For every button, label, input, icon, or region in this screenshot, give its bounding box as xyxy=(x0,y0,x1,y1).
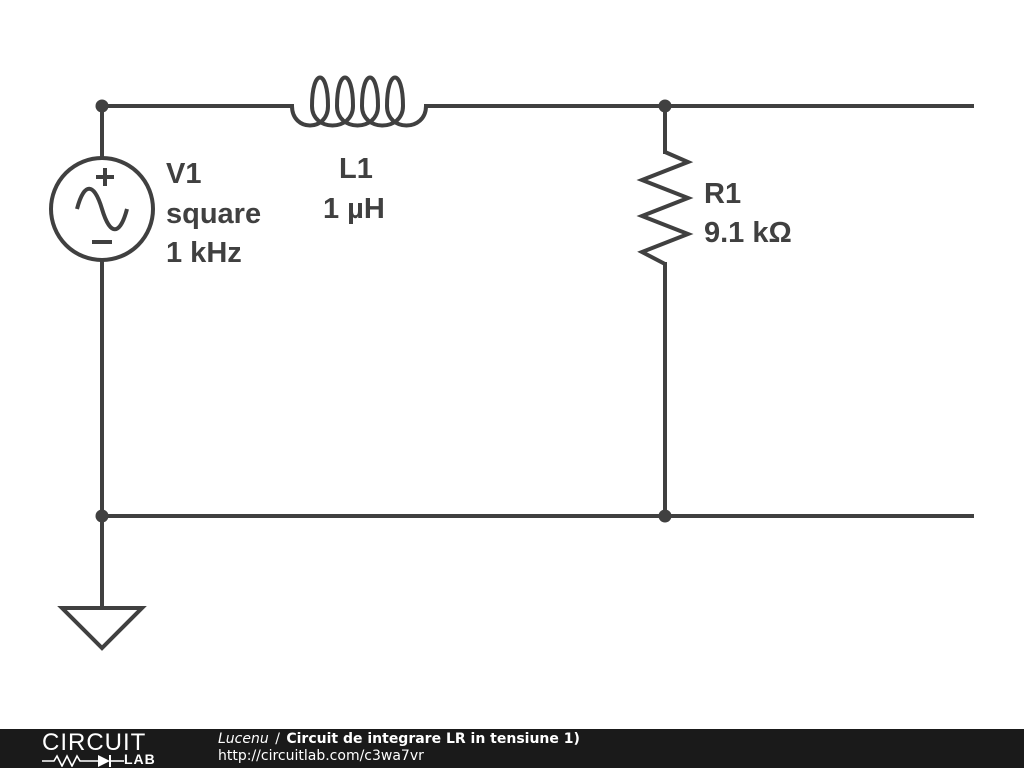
v1-designator: V1 xyxy=(166,158,201,190)
inductor-l1[interactable] xyxy=(290,75,428,128)
junction-bottom-left xyxy=(95,509,109,523)
sine-wave-icon xyxy=(75,186,129,231)
r1-value: 9.1 kΩ xyxy=(704,217,792,249)
r1-designator: R1 xyxy=(704,178,741,210)
junctions xyxy=(95,99,672,523)
footer-bar: CIRCUIT LAB Lucenu / Circuit de integrar… xyxy=(0,729,1024,768)
logo-resistor-diode-icon xyxy=(42,754,124,767)
l1-designator: L1 xyxy=(339,153,373,185)
circuitlab-logo[interactable]: CIRCUIT LAB xyxy=(40,731,180,767)
author-link[interactable]: Lucenu xyxy=(218,731,269,747)
junction-top-right xyxy=(658,99,672,113)
v1-frequency: 1 kHz xyxy=(166,237,242,269)
footer-info: Lucenu / Circuit de integrare LR in tens… xyxy=(218,731,580,765)
logo-text-circuit: CIRCUIT xyxy=(42,729,147,756)
circuit-url[interactable]: http://circuitlab.com/c3wa7vr xyxy=(218,748,424,764)
footer-title-line: Lucenu / Circuit de integrare LR in tens… xyxy=(218,731,580,748)
l1-value: 1 µH xyxy=(323,193,385,225)
circuit-title: Circuit de integrare LR in tensiune 1) xyxy=(286,731,580,747)
ground-icon[interactable] xyxy=(57,606,147,651)
voltage-source-v1[interactable] xyxy=(49,156,155,262)
logo-text-lab: LAB xyxy=(124,751,156,767)
v1-waveform: square xyxy=(166,198,261,230)
junction-bottom-right xyxy=(658,509,672,523)
title-separator: / xyxy=(275,731,280,747)
resistor-r1[interactable] xyxy=(636,150,694,266)
source-circle xyxy=(49,156,155,262)
wires xyxy=(100,104,974,610)
junction-top-left xyxy=(95,99,109,113)
